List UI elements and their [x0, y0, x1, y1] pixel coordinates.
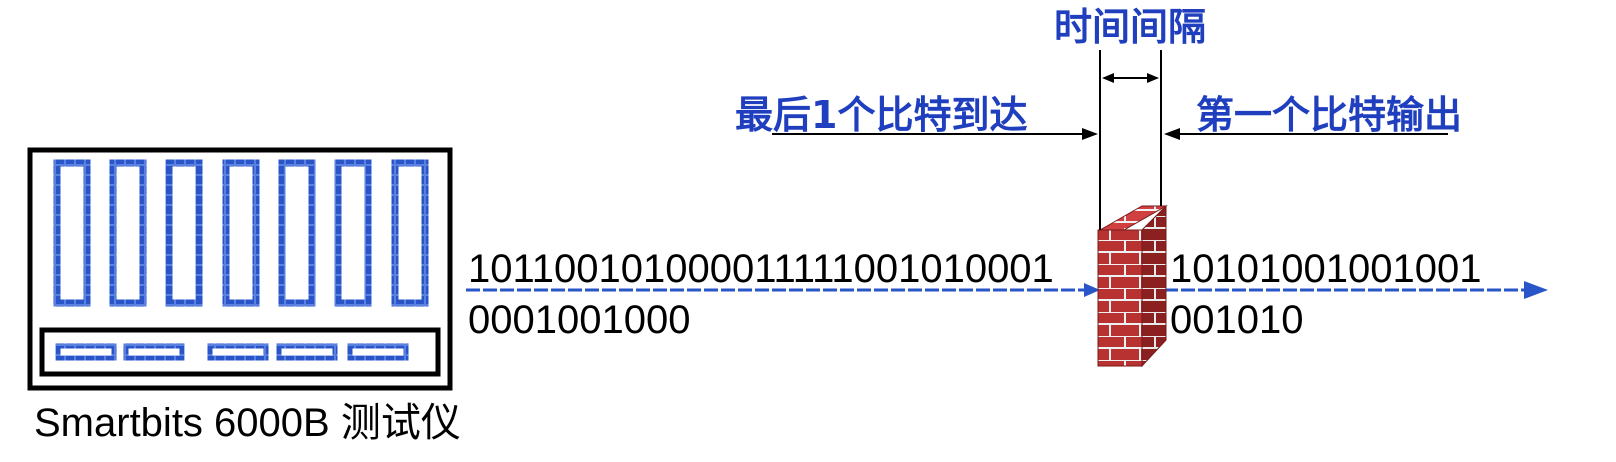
module-slots	[53, 159, 429, 307]
output-bits-line1: 10101001001001	[1170, 247, 1481, 291]
interval-markers	[1099, 50, 1162, 230]
smartbits-device	[27, 147, 453, 391]
arrival-arrow	[772, 128, 1098, 140]
output-arrow	[1164, 128, 1448, 140]
first-bit-output-label: 第一个比特输出	[1196, 93, 1462, 137]
input-stream-arrow	[466, 283, 1100, 297]
output-stream-arrow	[1164, 281, 1548, 299]
output-bits-line2: 001010	[1170, 298, 1303, 342]
input-bits-line2: 0001001000	[468, 298, 690, 342]
last-bit-arrival-label: 最后1个比特到达	[735, 93, 1027, 137]
interval-label: 时间间隔	[1054, 5, 1206, 49]
device-name: Smartbits 6000B 测试仪	[34, 401, 461, 445]
input-bits-line1: 101100101000011111001010001	[468, 247, 1054, 291]
firewall-icon	[1097, 204, 1168, 368]
port-slots	[55, 343, 409, 361]
port-bay	[39, 327, 441, 377]
